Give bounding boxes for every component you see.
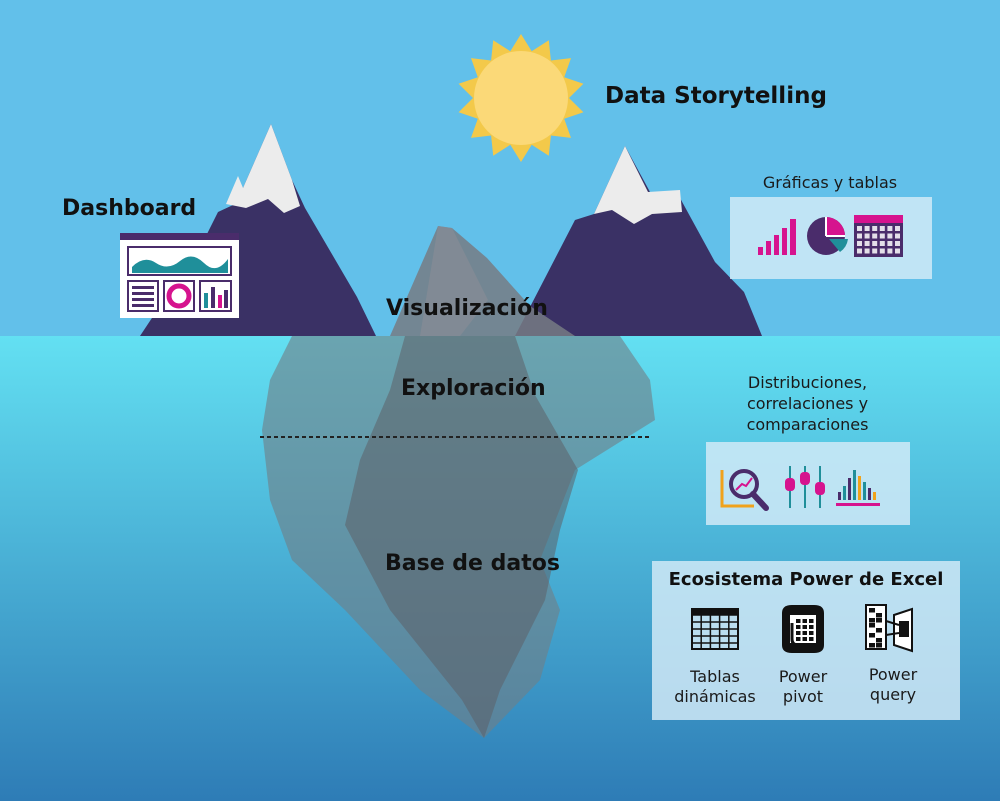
sliders-icon [785, 466, 825, 508]
power-pivot-label-line-2: pivot [782, 687, 824, 706]
label-dashboard: Dashboard [62, 196, 197, 221]
power-query-label-line-2: query [869, 685, 917, 704]
power-query-label-line-1: Power [868, 665, 918, 684]
exploration-caption-line-1: Distribuciones, [747, 373, 868, 392]
exploration-caption-line-2: correlaciones y [746, 394, 869, 413]
right-mountain [515, 146, 762, 336]
power-ecosystem-panel: Ecosistema Power de Excel Tablas dinámic… [652, 561, 960, 720]
sun-icon [458, 34, 584, 162]
pie-chart-icon [807, 217, 848, 255]
data-table-icon [854, 215, 903, 257]
title-data-storytelling: Data Storytelling [605, 83, 827, 109]
histogram-icon [836, 470, 880, 506]
pivot-label-line-1: Tablas [690, 667, 740, 686]
label-base-de-datos: Base de datos [385, 551, 560, 576]
exploration-caption-line-3: comparaciones [746, 415, 869, 434]
power-pivot-label-line-1: Power [778, 667, 828, 686]
dashboard-icon [120, 233, 239, 318]
power-ecosystem-title: Ecosistema Power de Excel [668, 569, 944, 590]
bar-chart-icon [758, 219, 796, 255]
magnifier-chart-icon [720, 469, 769, 511]
pivot-label-line-2: dinámicas [674, 687, 756, 706]
label-visualizacion: Visualización [386, 296, 548, 321]
charts-caption: Gráficas y tablas [762, 173, 898, 192]
charts-panel [730, 197, 932, 279]
label-exploracion: Exploración [401, 376, 546, 401]
pivot-table-icon [691, 608, 739, 650]
power-pivot-icon [782, 605, 824, 653]
power-query-icon [865, 604, 913, 653]
exploration-panel [706, 442, 910, 525]
